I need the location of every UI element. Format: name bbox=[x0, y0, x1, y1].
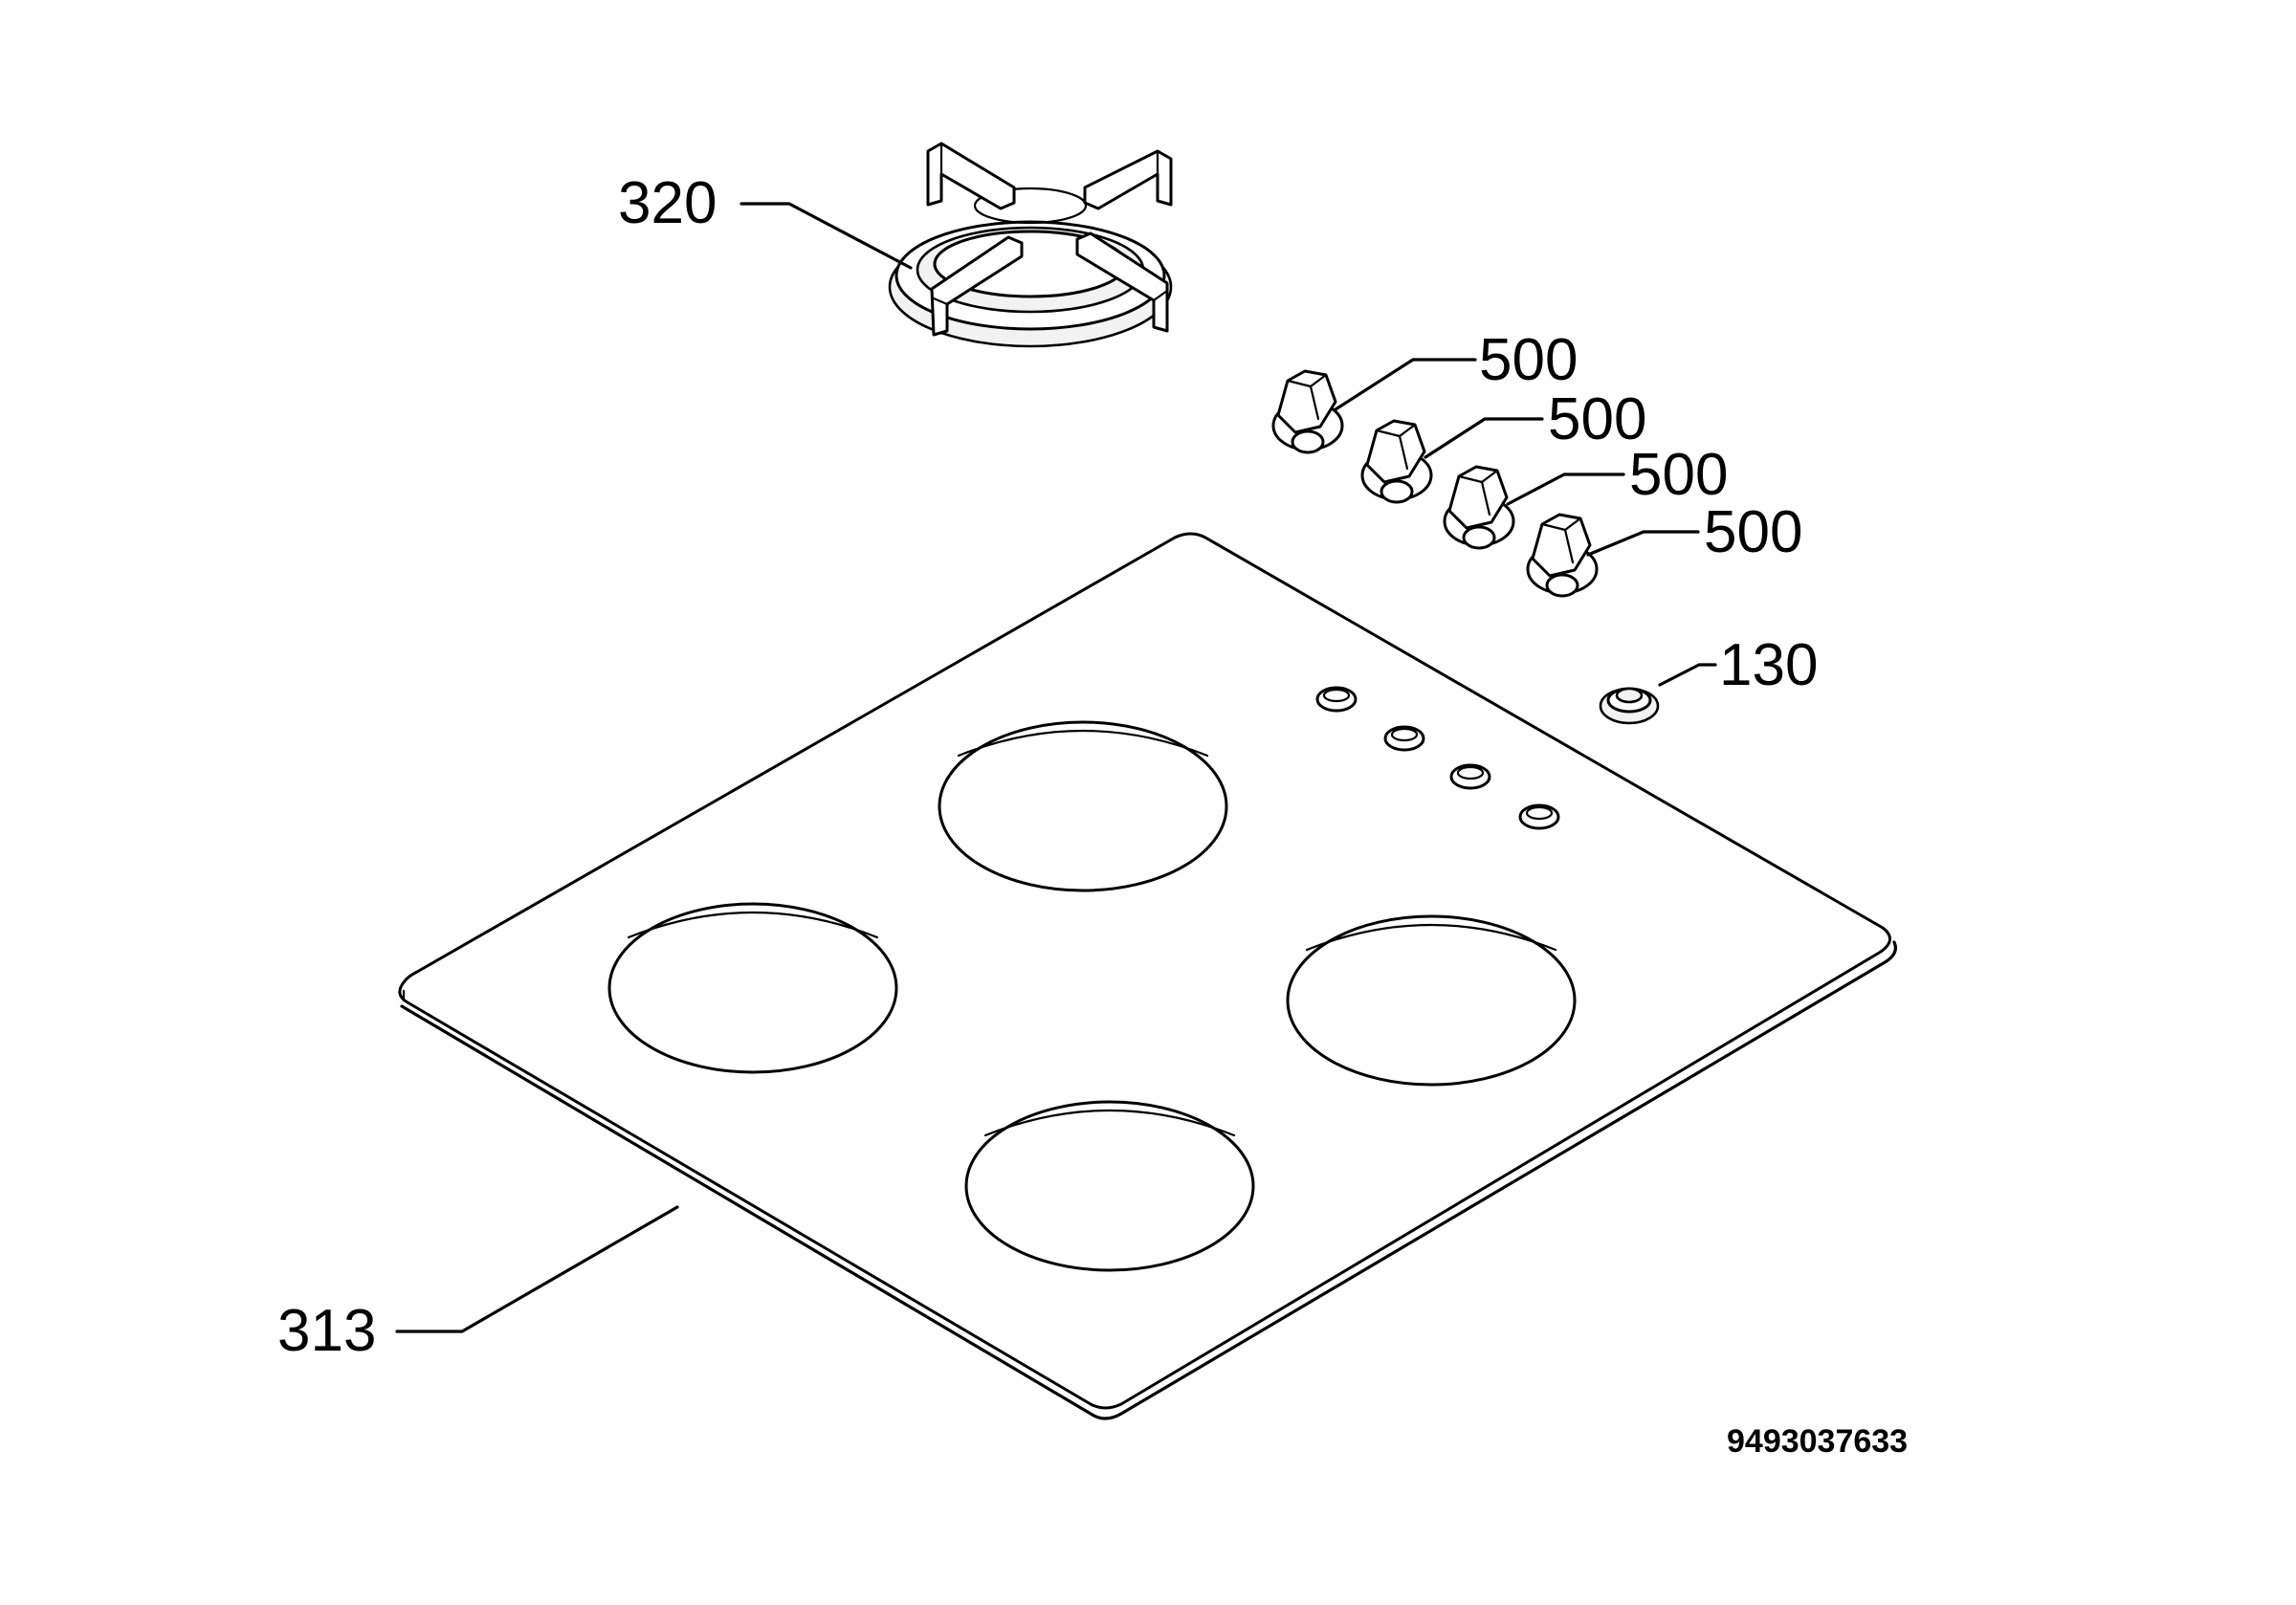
cooking-zone-left bbox=[607, 902, 898, 1074]
leader-500-1 bbox=[1334, 358, 1477, 411]
leader-500-3 bbox=[1506, 473, 1625, 506]
cooking-zone-right bbox=[1286, 914, 1577, 1087]
document-number: 9493037633 bbox=[1727, 1423, 1908, 1460]
label-320: 320 bbox=[618, 170, 717, 236]
control-knob-4 bbox=[1526, 513, 1599, 598]
hob-top-plate bbox=[398, 532, 1897, 1420]
leader-313 bbox=[395, 1205, 679, 1333]
label-313: 313 bbox=[277, 1298, 376, 1364]
label-500-2: 500 bbox=[1548, 386, 1646, 452]
cooking-zone-rear bbox=[938, 720, 1228, 892]
label-500-3: 500 bbox=[1629, 442, 1728, 508]
label-500-1: 500 bbox=[1479, 327, 1578, 393]
leader-lines bbox=[395, 202, 1717, 1333]
pan-support-grid bbox=[888, 142, 1173, 348]
ignition-button bbox=[1599, 687, 1660, 725]
label-500-4: 500 bbox=[1704, 499, 1802, 565]
cooking-zone-front bbox=[964, 1100, 1255, 1272]
control-knob-1 bbox=[1271, 369, 1344, 454]
leader-320 bbox=[740, 202, 913, 270]
control-knob-2 bbox=[1360, 419, 1433, 504]
control-knob-3 bbox=[1443, 465, 1515, 550]
leader-130 bbox=[1658, 663, 1717, 687]
leader-500-4 bbox=[1586, 530, 1700, 557]
knob-holes bbox=[1315, 686, 1560, 830]
label-130: 130 bbox=[1719, 632, 1818, 698]
leader-500-2 bbox=[1424, 417, 1544, 459]
